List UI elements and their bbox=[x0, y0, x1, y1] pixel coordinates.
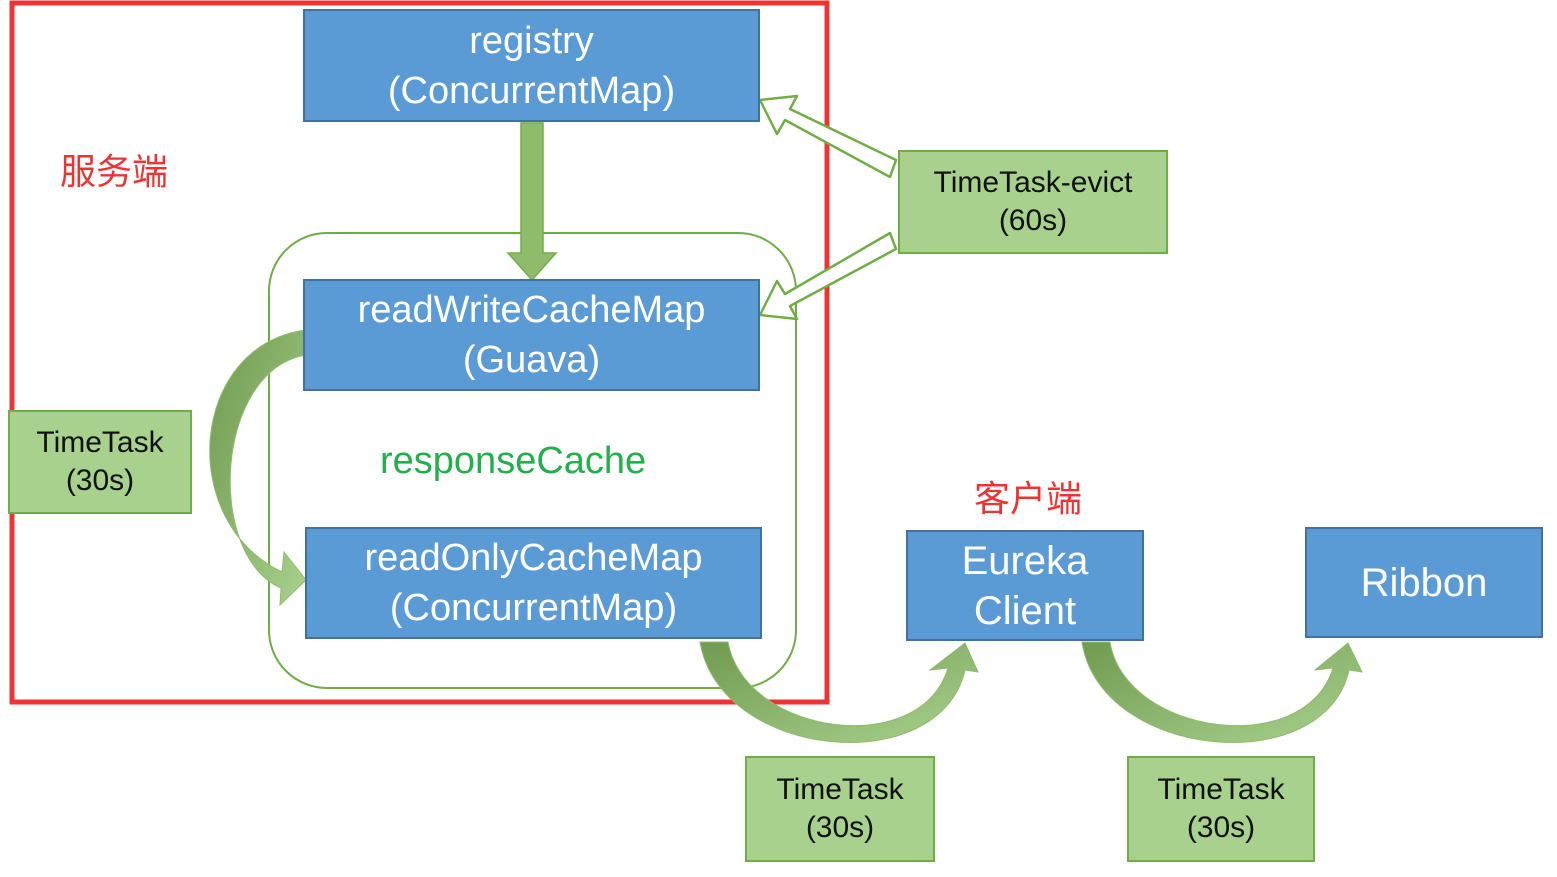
timetask-evict-node: TimeTask-evict (60s) bbox=[898, 150, 1168, 254]
read-write-cache-title: readWriteCacheMap bbox=[357, 289, 706, 331]
timetask-bottom-2-node: TimeTask (30s) bbox=[1127, 756, 1315, 862]
read-only-cache-type: (ConcurrentMap) bbox=[389, 587, 678, 629]
timetask-evict-interval: (60s) bbox=[998, 204, 1068, 237]
ribbon-node: Ribbon bbox=[1305, 527, 1543, 638]
read-only-cache-title: readOnlyCacheMap bbox=[364, 537, 703, 579]
registry-to-readwrite-arrow bbox=[506, 122, 558, 282]
registry-type: (ConcurrentMap) bbox=[387, 69, 676, 112]
read-only-cache-node: readOnlyCacheMap (ConcurrentMap) bbox=[305, 527, 762, 639]
evict-to-readwrite-arrow bbox=[758, 231, 898, 321]
evict-to-registry-arrow bbox=[758, 94, 898, 179]
response-cache-label: responseCache bbox=[380, 440, 647, 482]
eureka-client-node: Eureka Client bbox=[906, 530, 1144, 641]
read-write-cache-type: (Guava) bbox=[462, 339, 601, 381]
timetask-bottom-1-title: TimeTask bbox=[776, 773, 904, 806]
timetask-bottom-2-interval: (30s) bbox=[1186, 811, 1256, 844]
timetask-bottom-1-interval: (30s) bbox=[805, 811, 875, 844]
ribbon-title: Ribbon bbox=[1360, 560, 1488, 605]
timetask-left-node: TimeTask (30s) bbox=[8, 410, 192, 514]
read-write-cache-node: readWriteCacheMap (Guava) bbox=[303, 279, 760, 391]
eureka-client-line1: Eureka bbox=[961, 538, 1089, 583]
readwrite-to-readonly-arrow bbox=[209, 329, 307, 607]
timetask-left-interval: (30s) bbox=[65, 464, 135, 497]
timetask-left-title: TimeTask bbox=[36, 426, 164, 459]
eureka-to-ribbon-arrow bbox=[1081, 641, 1363, 743]
timetask-bottom-1-node: TimeTask (30s) bbox=[745, 756, 935, 862]
timetask-bottom-2-title: TimeTask bbox=[1157, 773, 1285, 806]
registry-node: registry (ConcurrentMap) bbox=[303, 9, 760, 122]
timetask-evict-title: TimeTask-evict bbox=[933, 166, 1133, 199]
client-label: 客户端 bbox=[974, 478, 1083, 519]
eureka-client-line2: Client bbox=[973, 588, 1077, 633]
readonly-to-eureka-arrow bbox=[699, 641, 979, 743]
server-label: 服务端 bbox=[60, 151, 169, 192]
server-boundary bbox=[9, 0, 830, 705]
registry-title: registry bbox=[469, 19, 594, 62]
